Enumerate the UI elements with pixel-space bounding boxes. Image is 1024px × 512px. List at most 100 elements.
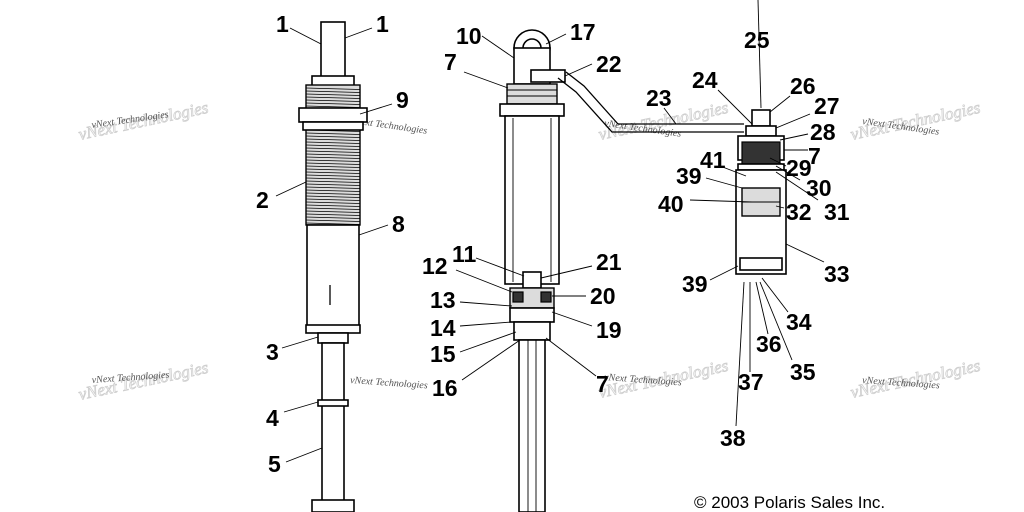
- callout-20: 20: [590, 283, 616, 309]
- thread-line: [305, 99, 361, 102]
- thread-line: [305, 90, 361, 93]
- callout-10: 10: [456, 23, 482, 49]
- leader: [358, 224, 389, 236]
- leader: [757, 0, 762, 109]
- thread-line: [305, 168, 361, 171]
- callout-16: 16: [432, 375, 458, 401]
- thread-line: [305, 159, 361, 162]
- leader: [775, 113, 811, 129]
- leader: [459, 331, 517, 353]
- leader: [689, 199, 753, 203]
- rod-clip: [317, 399, 349, 407]
- body-cap: [506, 83, 558, 105]
- thread-line: [305, 87, 361, 90]
- thread-line: [305, 165, 361, 168]
- callout-9: 9: [396, 87, 409, 113]
- callout-7: 7: [596, 371, 609, 397]
- callout-17: 17: [570, 19, 596, 45]
- leader: [705, 177, 743, 189]
- leader: [275, 181, 307, 197]
- thread-line: [305, 93, 361, 96]
- thread-line: [305, 174, 361, 177]
- callout-40: 40: [658, 191, 684, 217]
- leader: [735, 281, 745, 427]
- leader: [775, 171, 819, 201]
- adjuster-nut-lower: [302, 121, 364, 131]
- leader: [359, 103, 393, 115]
- thread-line: [305, 150, 361, 153]
- leader: [455, 269, 513, 293]
- callout-29: 29: [786, 155, 812, 181]
- shock-rod: [321, 342, 345, 512]
- leader: [779, 133, 809, 141]
- rod-eye: [311, 499, 355, 512]
- callout-39: 39: [676, 163, 702, 189]
- callout-31: 31: [824, 199, 850, 225]
- leader: [475, 257, 525, 277]
- callout-7: 7: [444, 49, 457, 75]
- bearing-housing: [509, 307, 555, 323]
- thread-line: [305, 162, 361, 165]
- thread-line: [305, 156, 361, 159]
- thread-line: [305, 201, 361, 204]
- leader-lines: [275, 0, 825, 463]
- callout-12: 12: [422, 253, 448, 279]
- thread-line: [305, 138, 361, 141]
- cutaway-rod: [518, 339, 546, 512]
- callout-39: 39: [682, 271, 708, 297]
- leader: [551, 311, 593, 327]
- thread-line: [305, 147, 361, 150]
- leader: [285, 447, 323, 463]
- reservoir-assembly: [735, 109, 787, 275]
- shock-assembly: [298, 21, 368, 512]
- leader: [281, 336, 319, 349]
- leader: [459, 321, 513, 327]
- leader: [344, 27, 373, 39]
- hose-upper: [557, 77, 744, 133]
- callout-38: 38: [720, 425, 746, 451]
- callout-25: 25: [744, 27, 770, 53]
- leader: [663, 107, 677, 125]
- callout-27: 27: [814, 93, 840, 119]
- leader: [459, 301, 513, 307]
- leader: [564, 63, 593, 77]
- callout-33: 33: [824, 261, 850, 287]
- watermark-text: vNext Technologies: [350, 375, 428, 391]
- callout-3: 3: [266, 339, 279, 365]
- watermark-text: vNext Technologies: [91, 370, 169, 386]
- thread-line: [305, 213, 361, 216]
- valve-cap: [745, 125, 777, 137]
- thread-line: [305, 210, 361, 213]
- thread-line: [305, 132, 361, 135]
- callout-19: 19: [596, 317, 622, 343]
- thread-line: [305, 198, 361, 201]
- watermark-text: vNext Technologies: [862, 375, 940, 391]
- leader: [545, 33, 567, 45]
- callout-36: 36: [756, 331, 782, 357]
- leader: [755, 281, 769, 335]
- leader: [775, 205, 785, 209]
- valve-core: [751, 109, 771, 127]
- rod-seal: [317, 332, 349, 344]
- thread-line: [305, 96, 361, 99]
- leader: [463, 71, 509, 89]
- thread-line: [305, 177, 361, 180]
- body-bottom-band: [305, 324, 361, 334]
- leader: [545, 337, 597, 377]
- callout-21: 21: [596, 249, 622, 275]
- leader: [785, 243, 825, 263]
- valve-shim: [540, 291, 552, 303]
- leader: [540, 265, 593, 279]
- rod-guide: [513, 321, 551, 341]
- thread-line: [305, 144, 361, 147]
- reservoir-end-cap: [739, 257, 783, 271]
- callout-23: 23: [646, 85, 672, 111]
- thread-line: [305, 141, 361, 144]
- leader: [709, 265, 739, 281]
- thread-line: [305, 102, 361, 105]
- valve-shim: [512, 291, 524, 303]
- cylinder-body: [504, 115, 560, 285]
- head-seal: [741, 141, 781, 165]
- callout-28: 28: [810, 119, 836, 145]
